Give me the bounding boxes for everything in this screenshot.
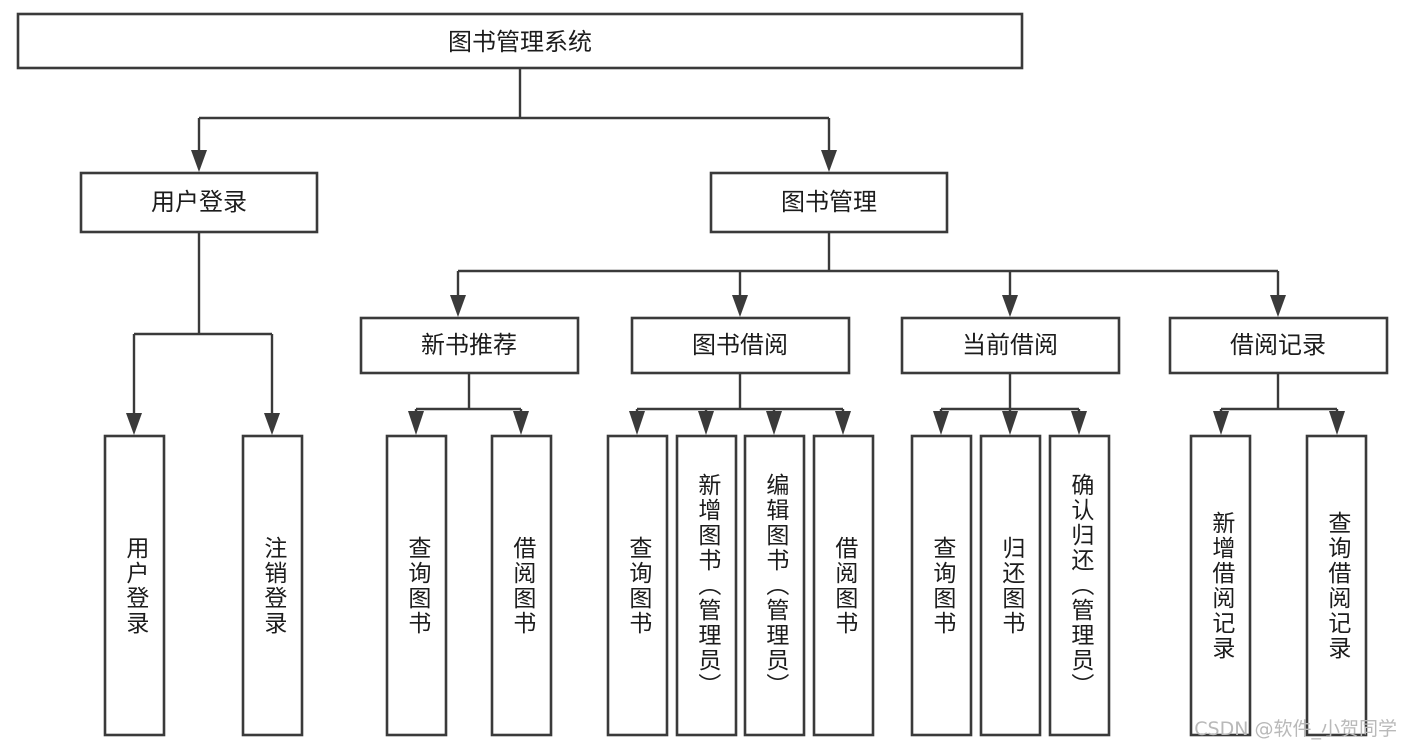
leaf-box-logout-login[interactable] [241, 434, 304, 737]
leaf-box-query-book-3[interactable] [910, 434, 973, 737]
watermark-text: CSDN @软件_小贺同学 [1194, 718, 1397, 740]
node-current-borrow-label: 当前借阅 [962, 331, 1058, 359]
connector-userlogin-to-leaves [126, 232, 280, 435]
leaf-box-borrow-book-2[interactable] [812, 434, 875, 737]
leaf-box-confirm-return[interactable] [1048, 434, 1111, 737]
node-current-borrow[interactable]: 当前借阅 [900, 316, 1121, 375]
connector-root-to-level2 [191, 68, 837, 172]
leaf-box-user-login[interactable] [103, 434, 166, 737]
node-root-label: 图书管理系统 [448, 28, 592, 56]
leaf-box-return-book[interactable] [979, 434, 1042, 737]
leaf-box-edit-book[interactable] [743, 434, 806, 737]
node-book-borrow[interactable]: 图书借阅 [630, 316, 851, 375]
connector-borrowrecord-to-leaves [1213, 373, 1345, 435]
node-new-book-recommend[interactable]: 新书推荐 [359, 316, 580, 375]
node-user-login[interactable]: 用户登录 [79, 171, 319, 234]
node-book-manage-label: 图书管理 [781, 188, 877, 216]
leaf-box-query-book-1[interactable] [385, 434, 448, 737]
leaf-box-add-book[interactable] [675, 434, 738, 737]
node-user-login-label: 用户登录 [151, 188, 247, 216]
leaf-box-add-record[interactable] [1189, 434, 1252, 737]
node-root[interactable]: 图书管理系统 [16, 12, 1024, 70]
connector-currentborrow-to-leaves [933, 373, 1087, 435]
connector-newbook-to-leaves [408, 373, 529, 435]
connector-bookmanage-to-level3 [450, 232, 1286, 317]
node-book-borrow-label: 图书借阅 [692, 331, 788, 359]
node-new-book-recommend-label: 新书推荐 [421, 331, 517, 359]
node-borrow-record-label: 借阅记录 [1230, 331, 1326, 359]
leaf-box-borrow-book-1[interactable] [490, 434, 553, 737]
connector-bookborrow-to-leaves [629, 373, 851, 435]
leaf-box-query-record[interactable] [1305, 434, 1368, 737]
leaf-box-query-book-2[interactable] [606, 434, 669, 737]
node-book-manage[interactable]: 图书管理 [709, 171, 949, 234]
node-borrow-record[interactable]: 借阅记录 [1168, 316, 1389, 375]
